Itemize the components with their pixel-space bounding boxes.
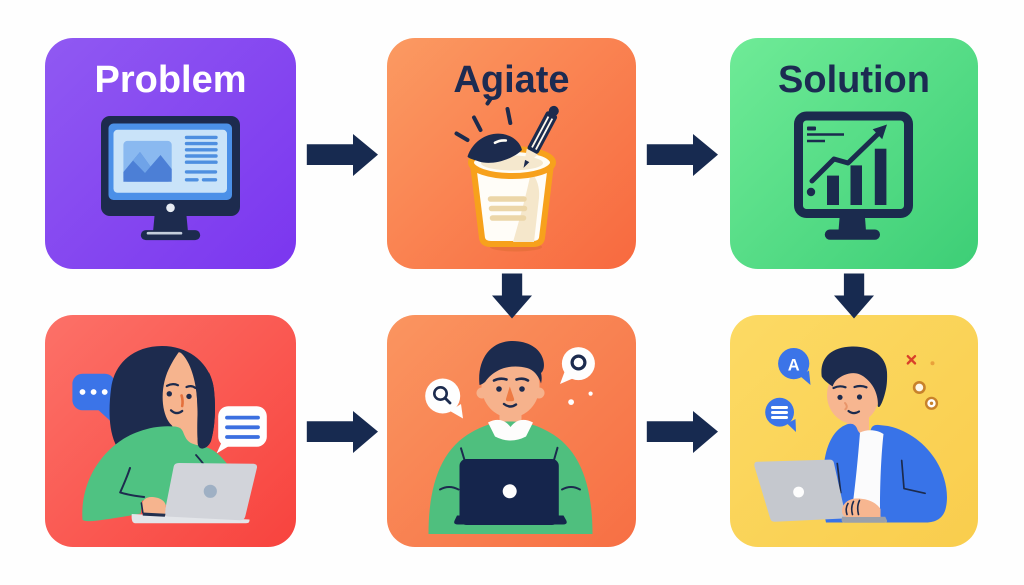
svg-text:A: A bbox=[788, 357, 800, 375]
